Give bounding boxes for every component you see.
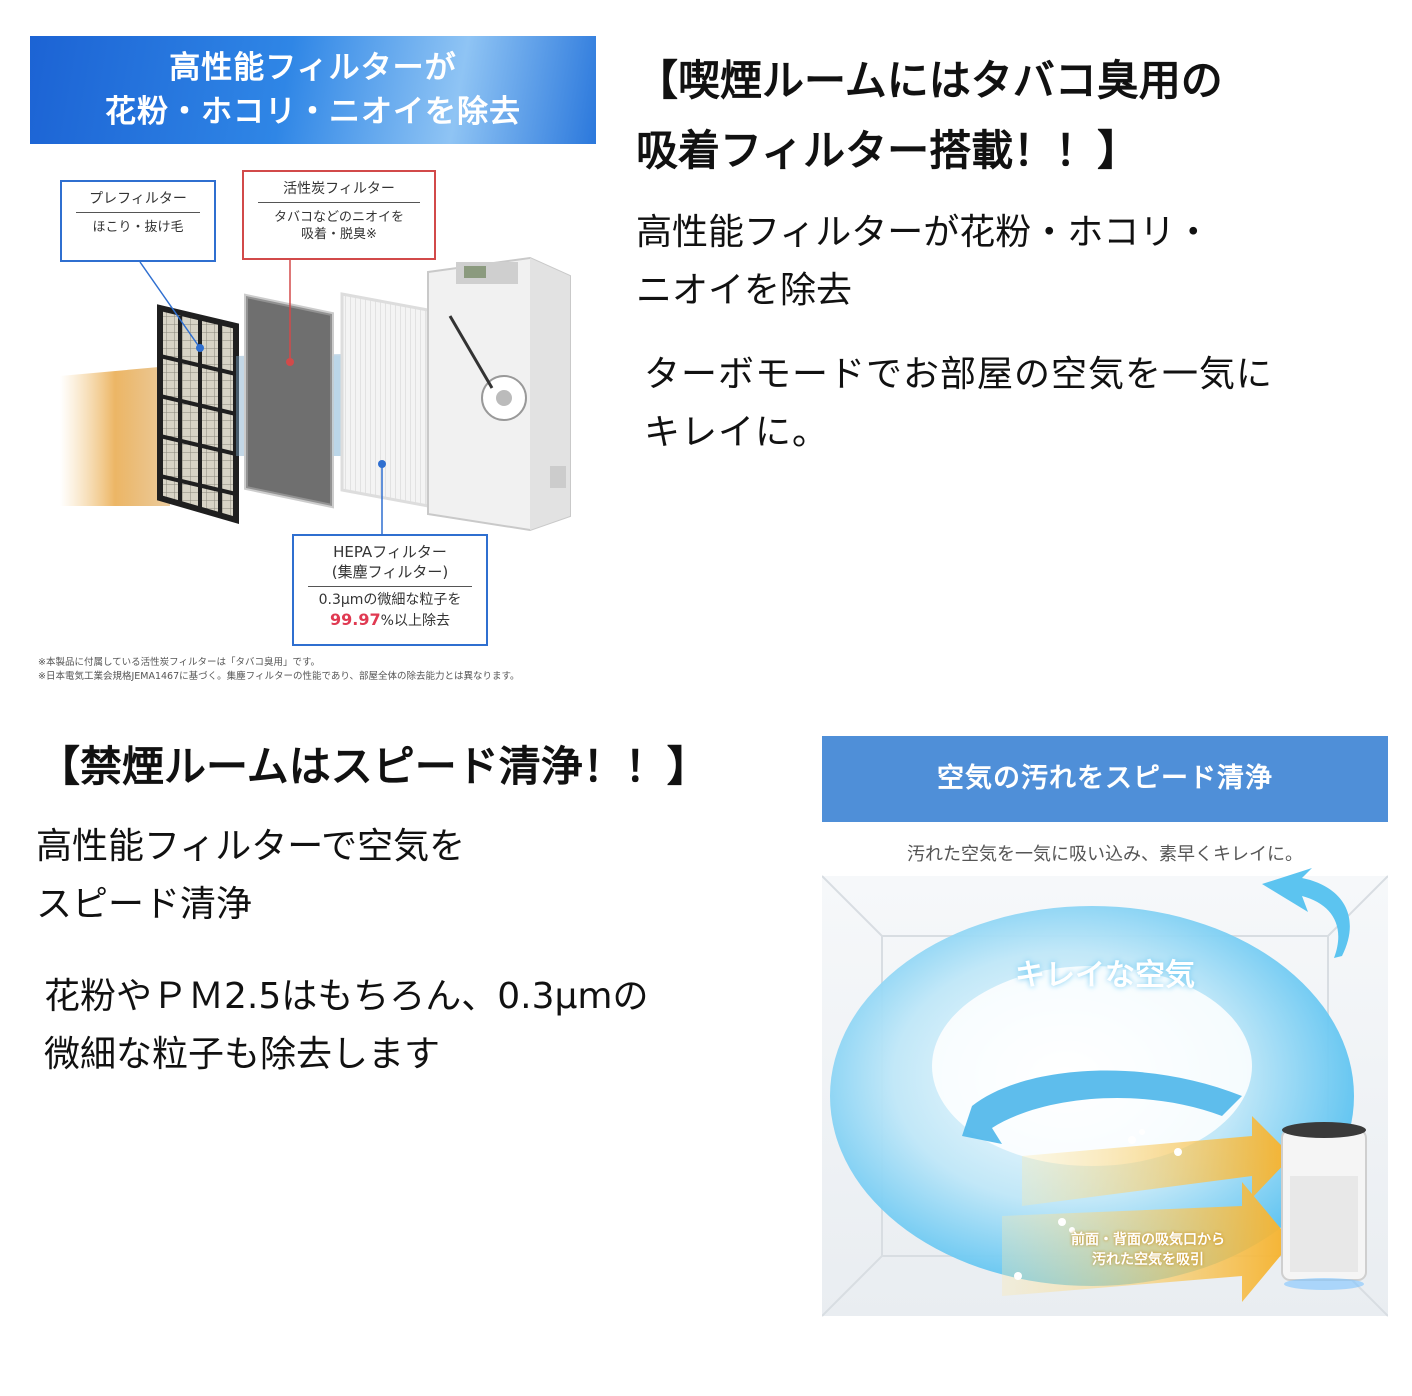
airflow-banner: 空気の汚れをスピード清浄 (822, 736, 1388, 822)
filter-diagram-art (60, 256, 571, 534)
carbon-filter-callout: 活性炭フィルター タバコなどのニオイを 吸着・脱臭※ (242, 170, 436, 260)
airflow-illustration: 空気の汚れをスピード清浄 汚れた空気を一気に吸い込み、素早くキレイに。 (822, 736, 1388, 1396)
prefilter-title: プレフィルター (76, 182, 200, 213)
smoking-heading-line2: 吸着フィルター搭載！！】 (636, 126, 1140, 175)
nonsmoking-sub-line1: 高性能フィルターで空気を (36, 826, 466, 867)
smoking-desc-line2: キレイに。 (644, 412, 830, 453)
nonsmoking-room-subtitle: 高性能フィルターで空気を スピード清浄 (36, 818, 796, 934)
dirty-air-glow (60, 366, 170, 506)
smoking-heading-line1: 【喫煙ルームにはタバコ臭用の (636, 56, 1223, 105)
intake-arrow-upper (1022, 1116, 1292, 1206)
hepa-percent: 99.97 (330, 610, 381, 629)
compact-purifier (1281, 1122, 1367, 1290)
hepa-title-line1: HEPAフィルター (333, 543, 447, 561)
smoking-sub-line1: 高性能フィルターが花粉・ホコリ・ (636, 212, 1212, 253)
nonsmoking-sub-line2: スピード清浄 (36, 884, 253, 925)
filter-footnotes: ※本製品に付属している活性炭フィルターは「タバコ臭用」です。 ※日本電気工業会規… (38, 656, 520, 684)
airflow-diagram-art (822, 868, 1388, 1317)
prefilter-panel (157, 304, 239, 524)
filter-footnote-2: ※日本電気工業会規格JEMA1467に基づく。集塵フィルターの性能であり、部屋全… (38, 671, 520, 682)
carbon-filter-title: 活性炭フィルター (258, 172, 420, 203)
nonsmoking-desc-line1: 花粉やＰＭ2.5はもちろん、0.3μmの (44, 976, 649, 1017)
hepa-filter-panel (340, 292, 430, 508)
nonsmoking-desc-line2: 微細な粒子も除去します (44, 1034, 441, 1075)
intake-label-line2: 汚れた空気を吸引 (1092, 1252, 1204, 1268)
filter-illustration: 高性能フィルターが 花粉・ホコリ・ニオイを除去 (30, 36, 596, 692)
intake-label-line1: 前面・背面の吸気口から (1071, 1232, 1225, 1248)
smoking-room-heading: 【喫煙ルームにはタバコ臭用の 吸着フィルター搭載！！】 (636, 46, 1396, 186)
hepa-desc-line1: 0.3μmの微細な粒子を (318, 592, 462, 608)
smoking-sub-line2: ニオイを除去 (636, 270, 853, 311)
carbon-filter-desc-line1: タバコなどのニオイを (273, 210, 404, 225)
hepa-desc-line2: 99.97%以上除去 (294, 610, 486, 631)
smoking-room-subtitle: 高性能フィルターが花粉・ホコリ・ ニオイを除去 (636, 204, 1396, 320)
prefilter-desc: ほこり・抜け毛 (92, 220, 184, 235)
filter-banner: 高性能フィルターが 花粉・ホコリ・ニオイを除去 (30, 36, 596, 144)
air-purifier-unit (427, 256, 571, 532)
intake-label: 前面・背面の吸気口から 汚れた空気を吸引 (1028, 1230, 1268, 1270)
filter-banner-line1: 高性能フィルターが (169, 50, 457, 86)
return-arrow (1262, 868, 1350, 958)
hepa-title-line2: (集塵フィルター) (331, 563, 449, 581)
smoking-desc-line1: ターボモードでお部屋の空気を一気に (644, 354, 1274, 395)
smoking-room-description: ターボモードでお部屋の空気を一気に キレイに。 (644, 346, 1404, 462)
airflow-caption: 汚れた空気を一気に吸い込み、素早くキレイに。 (907, 844, 1303, 865)
nonsmoking-room-description: 花粉やＰＭ2.5はもちろん、0.3μmの 微細な粒子も除去します (44, 968, 804, 1084)
carbon-filter-desc-line2: 吸着・脱臭※ (301, 227, 377, 242)
clean-air-label: キレイな空気 (1015, 958, 1195, 993)
nonsmoking-room-heading: 【禁煙ルームはスピード清浄！！】 (38, 742, 709, 791)
prefilter-callout: プレフィルター ほこり・抜け毛 (60, 180, 216, 262)
intake-arrow-lower (1002, 1182, 1292, 1302)
filter-banner-line2: 花粉・ホコリ・ニオイを除去 (105, 94, 521, 130)
hepa-desc-suffix: %以上除去 (380, 613, 450, 629)
hepa-filter-callout: HEPAフィルター (集塵フィルター) 0.3μmの微細な粒子を 99.97%以… (292, 534, 488, 646)
filter-footnote-1: ※本製品に付属している活性炭フィルターは「タバコ臭用」です。 (38, 657, 321, 668)
